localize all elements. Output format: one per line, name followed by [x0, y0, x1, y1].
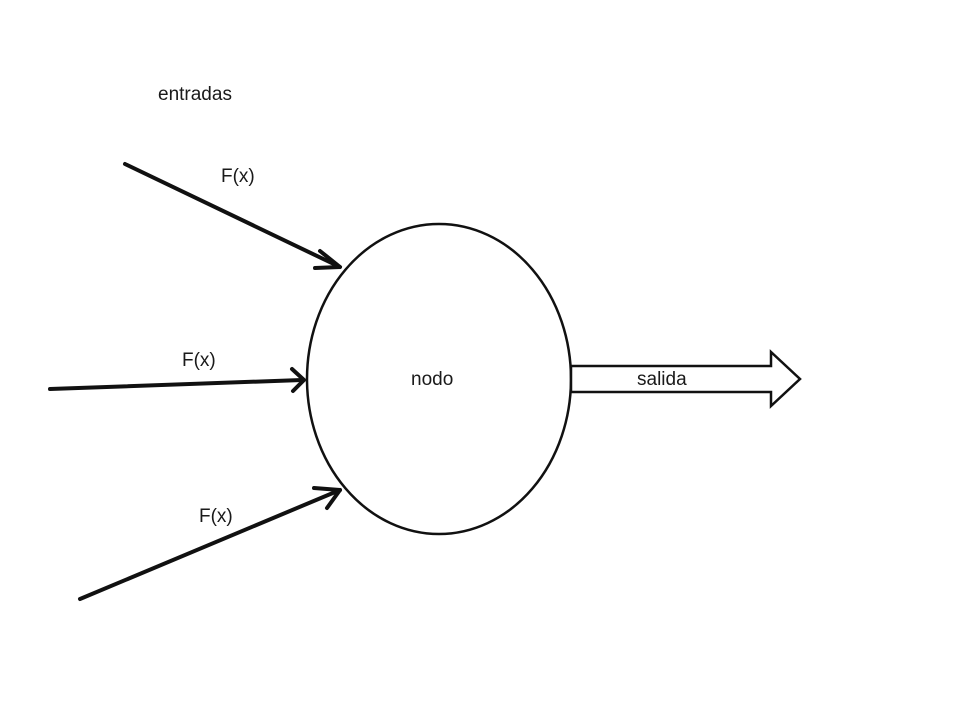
output-label: salida [637, 369, 687, 390]
input-label-middle: F(x) [182, 350, 216, 371]
node-label: nodo [411, 369, 454, 390]
input-label-bottom: F(x) [199, 506, 233, 527]
input-arrow-top [123, 162, 342, 270]
input-label-top: F(x) [221, 166, 255, 187]
input-arrow-middle [48, 367, 306, 393]
output-arrow [569, 349, 802, 409]
inputs-heading: entradas [158, 84, 232, 105]
input-arrow-bottom [78, 486, 342, 601]
